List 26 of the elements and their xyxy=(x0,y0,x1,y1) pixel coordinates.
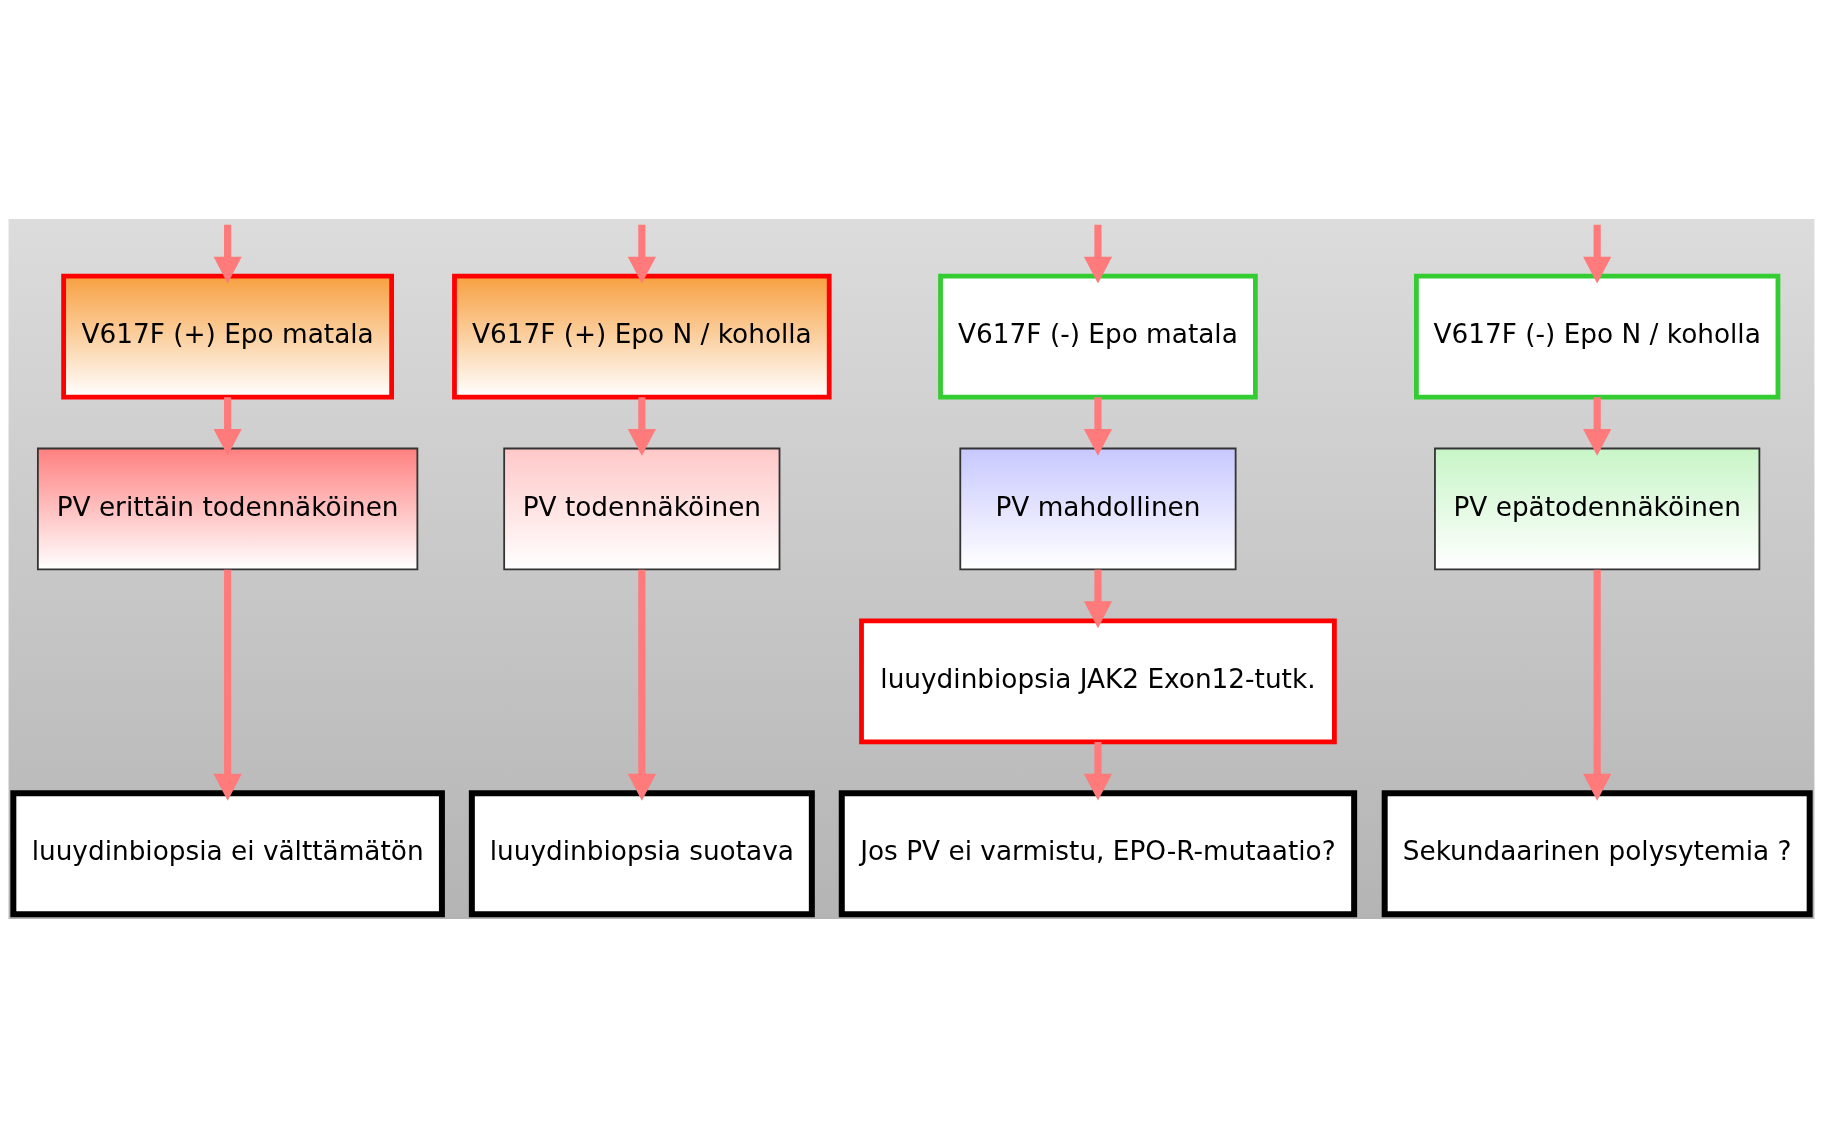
arrow xyxy=(213,397,242,456)
node-box: V617F (+) Epo N / koholla xyxy=(452,273,832,400)
arrow xyxy=(213,224,242,284)
arrow xyxy=(1083,742,1113,801)
arrow xyxy=(627,224,656,284)
node-box: PV erittäin todennäköinen xyxy=(37,447,419,571)
arrow xyxy=(1583,569,1612,801)
node-box: V617F (+) Epo matala xyxy=(61,273,395,400)
node-box: luuydinbiopsia suotava xyxy=(468,790,815,918)
arrow xyxy=(627,397,656,456)
node-box: PV todennäköinen xyxy=(503,447,781,571)
arrow xyxy=(1583,397,1612,456)
arrow xyxy=(627,569,656,801)
node-box: V617F (-) Epo N / koholla xyxy=(1414,273,1781,400)
node-box: Sekundaarinen polysytemia ? xyxy=(1381,790,1813,918)
arrow xyxy=(1083,224,1113,284)
arrow xyxy=(1083,569,1113,629)
node-box: luuydinbiopsia ei välttämätön xyxy=(10,790,445,918)
arrow xyxy=(1083,397,1113,456)
arrow xyxy=(213,569,242,801)
node-box: Jos PV ei varmistu, EPO-R-mutaatio? xyxy=(838,790,1358,918)
node-box: luuydinbiopsia JAK2 Exon12-tutk. xyxy=(859,618,1337,745)
node-box: V617F (-) Epo matala xyxy=(938,273,1258,400)
node-box: PV mahdollinen xyxy=(959,447,1237,571)
arrow xyxy=(1583,224,1612,284)
node-box: PV epätodennäköinen xyxy=(1434,447,1761,571)
